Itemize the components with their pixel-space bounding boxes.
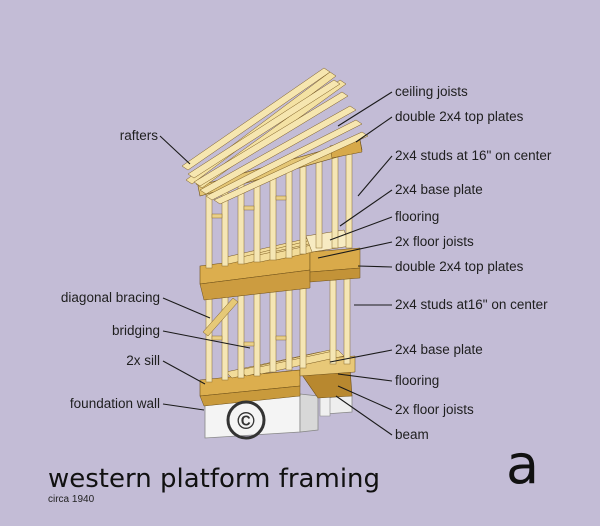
label-top-plates-upper: double 2x4 top plates <box>395 109 524 124</box>
diagram-title: western platform framing <box>48 464 380 494</box>
framing-illustration: © <box>181 67 369 440</box>
label-diagonal-bracing: diagonal bracing <box>61 290 160 305</box>
svg-text:©: © <box>237 408 255 435</box>
label-base-plate-upper: 2x4 base plate <box>395 182 483 197</box>
upper-studs <box>205 149 353 269</box>
label-floor-joists-lower: 2x floor joists <box>395 402 474 417</box>
upper-blocking <box>211 195 287 219</box>
label-top-plates-lower: double 2x4 top plates <box>395 259 524 274</box>
label-flooring-lower: flooring <box>395 373 439 388</box>
figure-letter: a <box>506 433 539 496</box>
label-floor-joists-upper: 2x floor joists <box>395 234 474 249</box>
copyright-watermark: © <box>226 400 266 440</box>
label-sill: 2x sill <box>126 353 160 368</box>
leader-lines <box>159 91 393 436</box>
label-base-plate-lower: 2x4 base plate <box>395 342 483 357</box>
bridging-shape <box>211 335 287 347</box>
left-labels: rafters diagonal bracing bridging 2x sil… <box>61 128 160 411</box>
label-bridging: bridging <box>112 323 160 338</box>
rafters-shape <box>181 67 369 205</box>
label-beam: beam <box>395 427 429 442</box>
right-labels: ceiling joists double 2x4 top plates 2x4… <box>395 84 552 442</box>
label-studs-lower: 2x4 studs at16" on center <box>395 297 548 312</box>
label-flooring-upper: flooring <box>395 209 439 224</box>
diagram-subtitle: circa 1940 <box>48 494 95 505</box>
diagonal-bracing-shape <box>202 297 239 337</box>
label-rafters: rafters <box>120 128 159 143</box>
label-studs-upper: 2x4 studs at 16" on center <box>395 148 552 163</box>
label-ceiling-joists: ceiling joists <box>395 84 468 99</box>
label-foundation-wall: foundation wall <box>70 396 160 411</box>
